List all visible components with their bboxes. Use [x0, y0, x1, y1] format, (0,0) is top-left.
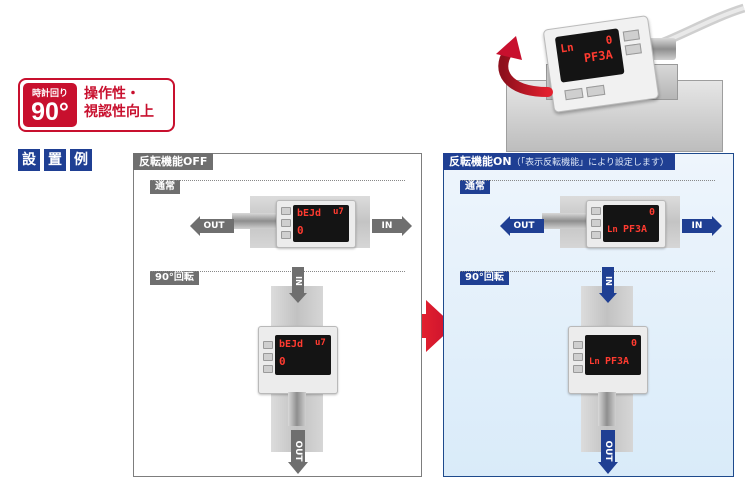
- in-label-rotated: IN: [294, 276, 303, 286]
- reverse-off-title: 反転機能OFF: [133, 153, 214, 170]
- transition-arrow-icon: [390, 300, 454, 352]
- device-button-on-5: [573, 353, 583, 361]
- feature-badge: 時計回り 90° 操作性・ 視認性向上: [18, 78, 175, 132]
- section-heading-char-1: 設: [18, 149, 40, 171]
- fitting-rotated: [288, 392, 306, 426]
- section-heading-char-2: 置: [44, 149, 66, 171]
- display-bottom: 0: [297, 224, 304, 237]
- display-rotated-on: 0 Ln PF3A: [585, 335, 641, 375]
- device-button-2: [281, 219, 291, 227]
- fitting-rotated-on: [598, 392, 616, 426]
- reverse-on-title: 反転機能ON（「表示反転機能」により設定します）: [443, 153, 675, 170]
- device-button-6: [263, 365, 273, 373]
- display-on-top: 0: [649, 207, 656, 218]
- device-button-on-4: [573, 341, 583, 349]
- sensor-device-normal: bEJd u7 0: [276, 200, 356, 248]
- out-label-rotated-on: OUT: [603, 440, 613, 462]
- badge-benefit-text: 操作性・ 視認性向上: [84, 85, 154, 121]
- display-rotated: bEJd u7 0: [275, 335, 331, 375]
- badge-line1: 操作性・: [84, 86, 140, 102]
- divider-normal-on: [460, 180, 715, 181]
- in-arrow-icon: [372, 216, 412, 236]
- display-rotated-on-bottom-b: PF3A: [605, 356, 630, 367]
- rotation-arrow-icon: [496, 36, 553, 97]
- out-arrow-icon-on: [500, 216, 544, 236]
- photo-button-3: [564, 87, 584, 101]
- reverse-off-panel: 反転機能OFF 通常 bEJd u7 0 OUT IN 90°回転 IN bEJ…: [133, 153, 422, 477]
- out-arrow-icon: [190, 216, 234, 236]
- reverse-on-title-text: 反転機能ON: [449, 155, 512, 168]
- divider-rotated-on: [460, 271, 715, 272]
- device-button-5: [263, 353, 273, 361]
- display-rotated-top-a: bEJd: [279, 339, 304, 350]
- device-button-on-2: [591, 219, 601, 227]
- photo-display-top-right: PF3A: [583, 47, 614, 66]
- in-label-rotated-on: IN: [604, 276, 613, 286]
- sensor-photo: Ln PF3A 0: [486, 0, 745, 152]
- badge-clockwise-label: 時計回り: [31, 89, 68, 99]
- photo-button-4: [586, 84, 606, 98]
- out-label-rotated: OUT: [293, 440, 303, 462]
- in-arrow-down-icon: [289, 267, 307, 303]
- display-on-bottom-a: Ln: [607, 225, 618, 235]
- display-rotated-bottom: 0: [279, 355, 286, 368]
- sensor-device-normal-on: 0 Ln PF3A: [586, 200, 666, 248]
- in-arrow-icon-on: [682, 216, 722, 236]
- rotation-badge: 時計回り 90°: [23, 83, 77, 127]
- sensor-device-rotated-on: 0 Ln PF3A: [568, 326, 648, 394]
- reverse-on-panel: 反転機能ON（「表示反転機能」により設定します） 通常 0 Ln PF3A OU…: [443, 153, 734, 477]
- photo-button-1: [622, 29, 640, 42]
- device-button-on-3: [591, 231, 601, 239]
- in-arrow-down-icon-on: [599, 267, 617, 303]
- out-arrow-down-icon: [288, 430, 308, 474]
- display-normal-on: 0 Ln PF3A: [603, 205, 659, 242]
- normal-label-on: 通常: [460, 180, 490, 194]
- display-top-b: u7: [333, 207, 344, 217]
- device-button-1: [281, 207, 291, 215]
- display-rotated-on-top: 0: [631, 338, 638, 349]
- fitting: [646, 38, 676, 60]
- rotated-label-on: 90°回転: [460, 271, 509, 285]
- in-label: IN: [381, 221, 393, 231]
- normal-label: 通常: [150, 180, 180, 194]
- divider-normal: [150, 180, 405, 181]
- display-normal: bEJd u7 0: [293, 205, 349, 242]
- out-label: OUT: [203, 221, 225, 231]
- rotated-label: 90°回転: [150, 271, 199, 285]
- device-button-on-1: [591, 207, 601, 215]
- fitting-normal-on: [542, 213, 590, 229]
- display-top-a: bEJd: [297, 208, 322, 219]
- fitting-normal: [232, 213, 280, 229]
- badge-degree: 90°: [31, 98, 69, 126]
- badge-line2: 視認性向上: [84, 104, 154, 120]
- display-rotated-top-b: u7: [315, 338, 326, 348]
- device-button-on-6: [573, 365, 583, 373]
- display-rotated-on-bottom-a: Ln: [589, 357, 600, 367]
- photo-display-bottom: 0: [604, 33, 614, 48]
- device-button-3: [281, 231, 291, 239]
- device-button-4: [263, 341, 273, 349]
- out-label-on: OUT: [513, 221, 535, 231]
- section-heading-char-3: 例: [70, 149, 92, 171]
- in-label-on: IN: [691, 221, 703, 231]
- display-on-bottom-b: PF3A: [623, 224, 648, 235]
- reverse-on-subtitle: （「表示反転機能」により設定します）: [511, 158, 669, 168]
- out-arrow-down-icon-on: [598, 430, 618, 474]
- photo-button-2: [624, 43, 642, 56]
- divider-rotated: [150, 271, 405, 272]
- sensor-device-rotated: bEJd u7 0: [258, 326, 338, 394]
